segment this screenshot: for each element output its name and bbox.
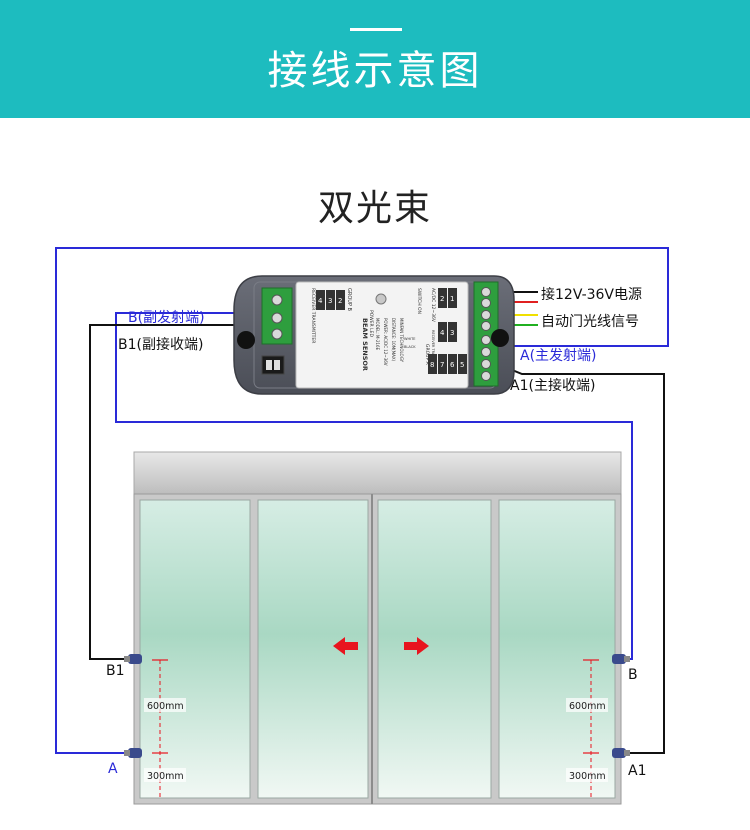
svg-text:DISTANCE: 10M(MAX): DISTANCE: 10M(MAX) (391, 318, 396, 362)
label-b1-sub-receiver: B1(副接收端) (118, 336, 203, 353)
svg-text:RECEIVER TRANSMITTER: RECEIVER TRANSMITTER (310, 288, 316, 343)
right-sub-label: RECEIVER TRANSMITTER (431, 330, 435, 374)
right-block-label: AC/DC 12~36V (430, 288, 436, 323)
svg-text:4: 4 (318, 297, 323, 305)
dimension-label-600-left: 600mm (147, 701, 184, 712)
svg-text:POWER: AC/DC 12~36V: POWER: AC/DC 12~36V (383, 318, 388, 366)
label-sensor-a-left: A (108, 761, 118, 777)
glass-panel-3 (377, 499, 492, 799)
door-header-box (133, 451, 622, 495)
diagram-subtitle: 双光束 (317, 188, 432, 229)
svg-text:MINFAN TECHNOLOGY: MINFAN TECHNOLOGY (399, 318, 404, 363)
color-word-labels: WHITE BLACK (404, 337, 416, 349)
sensor-b1-left (124, 654, 142, 664)
left-group-label: GROUP B (346, 288, 352, 312)
left-knob (237, 331, 255, 349)
arrow-right-icon (404, 637, 429, 655)
left-block-label: RECEIVER TRANSMITTER (310, 288, 316, 343)
svg-text:2: 2 (338, 297, 342, 305)
label-power: 接12V-36V电源 (541, 286, 642, 303)
dip-switch (261, 355, 285, 375)
svg-text:5: 5 (460, 361, 464, 369)
svg-text:GROUP B: GROUP B (346, 288, 352, 312)
controller-voltage: POWER: AC/DC 12~36V (383, 318, 388, 366)
svg-text:4: 4 (440, 329, 445, 337)
sliding-door (133, 451, 622, 805)
svg-text:2: 2 (440, 295, 444, 303)
dimension-label-300-right: 300mm (569, 771, 606, 782)
svg-text:8: 8 (430, 361, 434, 369)
switch-label: SWITCH ON (416, 288, 422, 314)
dimension-lines (159, 660, 592, 800)
right-knob (491, 329, 509, 347)
right-group-label: GROUP A (424, 344, 430, 366)
svg-text:BLACK: BLACK (404, 345, 416, 349)
beam-sensor-controller: RECEIVER TRANSMITTER GROUP B 4 3 2 POWER… (233, 275, 515, 395)
label-door-signal: 自动门光线信号 (541, 314, 639, 330)
power-led-label: POWER LED (368, 310, 374, 337)
svg-text:SWITCH ON: SWITCH ON (416, 288, 422, 314)
svg-text:AC/DC 12~36V: AC/DC 12~36V (430, 288, 436, 323)
label-a1-main-receiver: A1(主接收端) (510, 377, 595, 394)
sensor-a-left (124, 748, 142, 758)
glass-panel-1 (139, 499, 251, 799)
svg-text:1: 1 (450, 295, 454, 303)
controller-distance: DISTANCE: 10M(MAX) (391, 318, 396, 362)
controller-model: MODEL: M-216E (375, 318, 380, 351)
dimension-label-300-left: 300mm (147, 771, 184, 782)
right-terminal-numbers: 2 1 4 3 8 7 6 5 (428, 288, 467, 374)
label-a-main-emitter: A(主发射端) (520, 348, 597, 364)
svg-text:3: 3 (450, 329, 454, 337)
arrow-left-icon (333, 637, 358, 655)
sensor-b-right (612, 654, 630, 664)
power-led (375, 293, 387, 305)
label-b-sub-emitter: B(副发射端) (128, 310, 205, 326)
header-decoration-line (350, 28, 402, 31)
dimension-label-600-right: 600mm (569, 701, 606, 712)
svg-text:GROUP A: GROUP A (424, 344, 430, 366)
svg-text:MODEL: M-216E: MODEL: M-216E (375, 318, 380, 351)
svg-text:POWER LED: POWER LED (368, 310, 374, 337)
glass-panel-4 (498, 499, 616, 799)
svg-text:3: 3 (328, 297, 332, 305)
label-sensor-b1-left: B1 (106, 663, 125, 679)
svg-text:RECEIVER TRANSMITTER: RECEIVER TRANSMITTER (431, 330, 435, 374)
svg-text:WHITE: WHITE (404, 337, 415, 341)
header-banner: 接线示意图 (0, 0, 750, 118)
page-title: 接线示意图 (267, 48, 483, 94)
label-sensor-b-right: B (628, 667, 638, 683)
svg-text:BEAM SENSOR: BEAM SENSOR (361, 318, 369, 371)
left-terminal-numbers: 4 3 2 (316, 290, 345, 310)
controller-maker: MINFAN TECHNOLOGY (399, 318, 404, 363)
wire-a-main-emitter (55, 247, 669, 754)
svg-text:7: 7 (440, 361, 444, 369)
svg-text:6: 6 (450, 361, 455, 369)
sensor-a1-right (612, 748, 630, 758)
label-sensor-a1-right: A1 (628, 763, 646, 779)
controller-name: BEAM SENSOR (361, 318, 369, 371)
